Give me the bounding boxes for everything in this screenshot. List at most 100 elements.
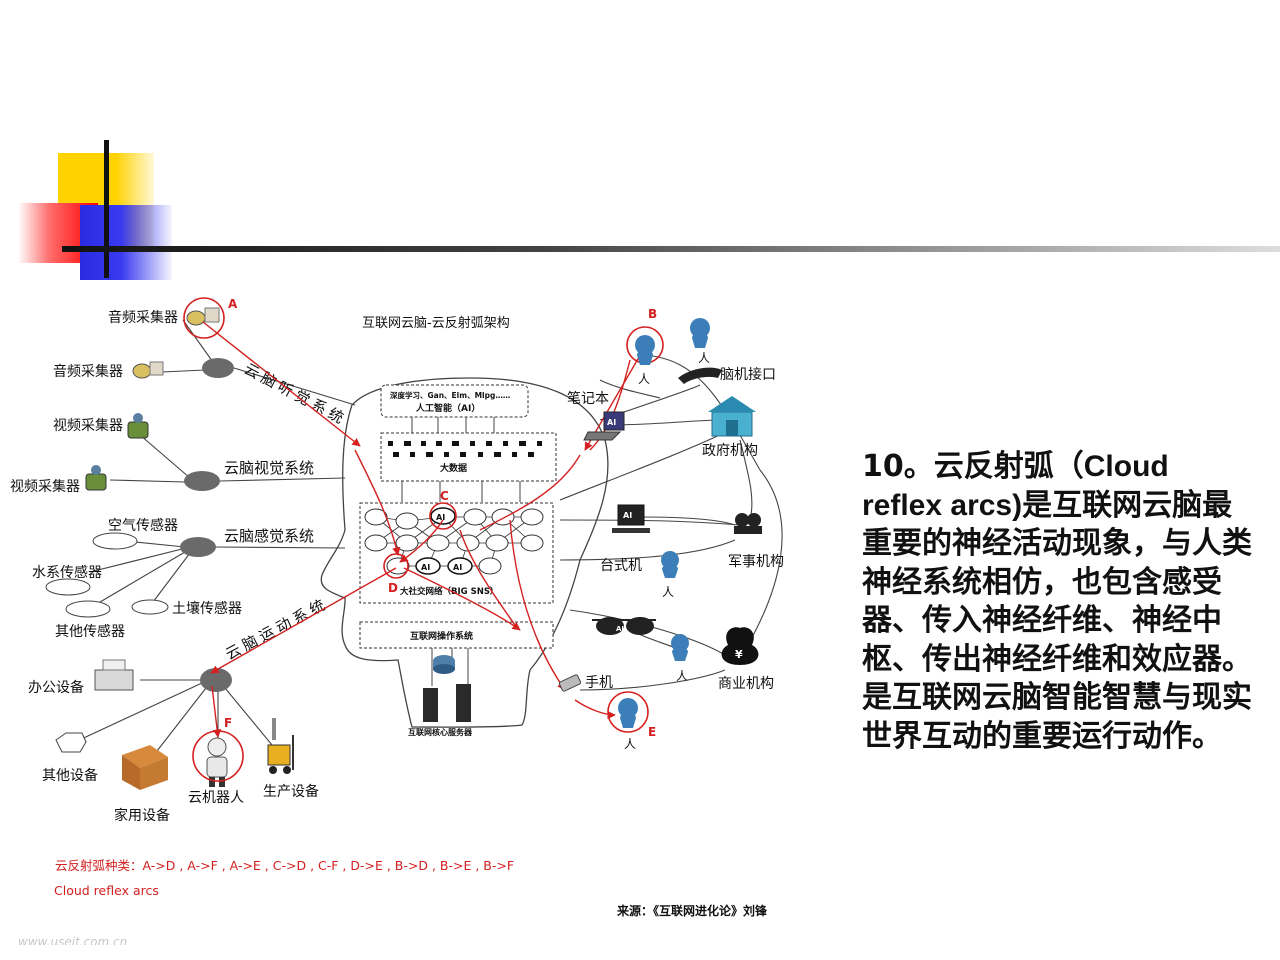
- decor-blue-square: [80, 205, 172, 280]
- ai-node-c-label: AI: [436, 513, 445, 522]
- label-desktop: 台式机: [600, 558, 642, 574]
- phone-icon: [558, 674, 582, 692]
- robot-icon: [206, 737, 228, 787]
- money-bag-icon: ¥: [721, 627, 759, 665]
- audio-sensor-icon-2: [132, 361, 164, 379]
- sensor-other: [65, 600, 111, 618]
- system-sense: 云脑感觉系统: [224, 527, 314, 545]
- video-camera-icon-2: [85, 465, 107, 491]
- person-label-desktop: 人: [662, 585, 674, 599]
- smart-glasses-icon: AI: [592, 617, 656, 635]
- hub-sense: [180, 537, 216, 557]
- label-other-sensor: 其他传感器: [55, 623, 125, 640]
- os-box: [359, 621, 554, 649]
- point-c-circle: [429, 502, 457, 530]
- server-icon: [423, 655, 471, 722]
- label-video-2: 视频采集器: [10, 478, 80, 495]
- description-prefix: 10。云反射弧（: [862, 449, 1084, 484]
- label-video-1: 视频采集器: [53, 417, 123, 434]
- desktop-computer-icon: AI: [612, 504, 650, 533]
- point-d-label: D: [388, 581, 398, 595]
- video-camera-icon: [127, 413, 149, 439]
- point-a-circle: [183, 297, 225, 339]
- point-b-label: B: [648, 307, 657, 321]
- label-office-device: 办公设备: [28, 679, 84, 696]
- bigdata-dots: [388, 441, 542, 457]
- decor-vertical-line: [104, 140, 109, 278]
- person-icon: [635, 335, 655, 365]
- left-connections: [74, 319, 356, 761]
- description-paragraph: 10。云反射弧（Cloud reflex arcs)是互联网云脑最重要的神经活动…: [862, 448, 1254, 756]
- ai-label: 人工智能（AI）: [415, 402, 480, 414]
- hub-hearing: [202, 358, 234, 378]
- label-government: 政府机构: [702, 443, 758, 459]
- person-icon-4: [671, 634, 689, 661]
- ai-node-2: [447, 557, 473, 575]
- label-bci: 脑机接口: [720, 366, 776, 383]
- point-e-circle: [607, 691, 649, 733]
- sns-label: 大社交网络（BIG SNS）: [400, 586, 498, 597]
- point-d-circle: [383, 553, 409, 579]
- description-body: 是互联网云脑最重要的神经活动现象，与人类神经系统相仿，也包含感受器、传入神经纤维…: [862, 487, 1252, 754]
- ai-node-2-label: AI: [453, 563, 462, 572]
- ai-node-c: [430, 507, 456, 525]
- label-home-device: 家用设备: [114, 807, 170, 824]
- person-icon-3: [661, 551, 679, 578]
- person-icon-2: [690, 318, 710, 348]
- label-phone: 手机: [585, 675, 613, 691]
- audio-sensor-icon: [186, 307, 220, 326]
- sensor-air: [92, 532, 138, 550]
- point-f-circle: [192, 730, 244, 782]
- right-connections: [559, 354, 783, 691]
- label-robot: 云机器人: [188, 790, 244, 806]
- laptop-ai-badge: AI: [607, 418, 616, 427]
- person-icon-5: [618, 698, 638, 728]
- head-outline: [320, 377, 609, 728]
- arc-types: 云反射弧种类：A->D , A->F , A->E , C->D , C-F ,…: [55, 858, 514, 873]
- point-e-label: E: [648, 725, 656, 739]
- label-business: 商业机构: [718, 676, 774, 692]
- glasses-ai-badge: AI: [616, 625, 624, 633]
- label-laptop: 笔记本: [567, 391, 609, 407]
- source-label: 来源：《互联网进化论》刘锋: [616, 903, 768, 918]
- headset-icon: [678, 367, 722, 384]
- military-icon: [734, 513, 762, 534]
- label-audio-2: 音频采集器: [53, 363, 123, 380]
- cloud-reflex-arc-diagram: 互联网云脑-云反射弧架构 深度学习、Gan、Elm、Mlpg…… 人工智能（AI…: [10, 297, 784, 945]
- laptop-icon: AI: [583, 411, 625, 441]
- hub-vision: [184, 471, 220, 491]
- box-icon: [122, 745, 168, 790]
- bigdata-label: 大数据: [440, 462, 467, 474]
- brain-connectors: [401, 417, 521, 502]
- decor-horizontal-line: [62, 246, 1280, 252]
- label-audio-1: 音频采集器: [108, 309, 178, 326]
- ai-box: [380, 384, 529, 418]
- desktop-ai-badge: AI: [623, 511, 632, 520]
- reflex-arcs: [202, 321, 643, 738]
- label-production-device: 生产设备: [263, 783, 319, 800]
- watermark: www.useit.com.cn: [18, 935, 127, 945]
- ai-caption: 深度学习、Gan、Elm、Mlpg……: [390, 390, 510, 400]
- sensor-soil: [131, 599, 169, 615]
- point-c-label: C: [440, 489, 449, 503]
- point-f-label: F: [224, 716, 232, 730]
- forklift-icon: [267, 718, 294, 774]
- printer-icon: [94, 659, 134, 691]
- server-label: 互联网核心服务器: [408, 727, 473, 737]
- label-military: 军事机构: [728, 554, 784, 570]
- point-a-label: A: [228, 297, 238, 311]
- arc-english-label: Cloud reflex arcs: [54, 883, 159, 898]
- hub-motion: [200, 668, 232, 692]
- label-other-device: 其他设备: [42, 767, 98, 784]
- label-air-sensor: 空气传感器: [108, 517, 178, 534]
- other-device-icon: [55, 732, 87, 753]
- system-vision: 云脑视觉系统: [224, 459, 314, 477]
- person-label-bci: 人: [698, 351, 710, 365]
- person-label-b: 人: [638, 372, 650, 386]
- person-label-e: 人: [624, 737, 636, 751]
- government-building-icon: [708, 396, 756, 437]
- svg-text:¥: ¥: [735, 648, 743, 661]
- description-term: Cloud reflex arcs): [862, 450, 1169, 522]
- os-label: 互联网操作系统: [410, 630, 473, 642]
- ai-node-1: [415, 557, 441, 575]
